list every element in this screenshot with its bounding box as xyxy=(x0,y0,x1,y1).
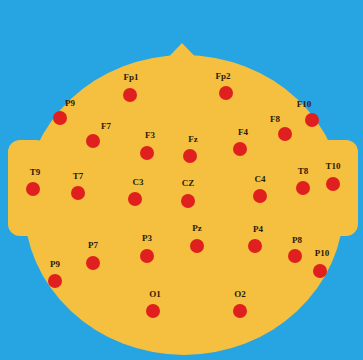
electrode-label: F8 xyxy=(270,115,280,124)
electrode-dot xyxy=(233,304,247,318)
electrode-label: Fz xyxy=(188,135,198,144)
electrode-dots xyxy=(26,86,340,318)
electrode-dot xyxy=(278,127,292,141)
electrode-label: F10 xyxy=(297,100,312,109)
electrode-label: P10 xyxy=(315,249,330,258)
electrode-dot xyxy=(219,86,233,100)
electrode-label: O1 xyxy=(149,290,161,299)
electrode-dot xyxy=(26,182,40,196)
electrode-dot xyxy=(128,192,142,206)
electrode-dot xyxy=(181,194,195,208)
electrode-dot xyxy=(86,134,100,148)
electrode-label: P3 xyxy=(142,234,152,243)
electrode-label: T10 xyxy=(325,162,340,171)
electrode-dot xyxy=(313,264,327,278)
head-outline xyxy=(24,55,344,355)
electrode-dot xyxy=(326,177,340,191)
electrode-dot xyxy=(288,249,302,263)
electrode-dot xyxy=(233,142,247,156)
electrode-label: Fp2 xyxy=(215,72,230,81)
electrode-label: CZ xyxy=(182,179,195,188)
electrode-label: P9 xyxy=(65,99,75,108)
electrode-label: Pz xyxy=(192,224,202,233)
electrode-dot xyxy=(140,249,154,263)
electrode-dot xyxy=(48,274,62,288)
electrode-label: P9 xyxy=(50,260,60,269)
electrode-dot xyxy=(305,113,319,127)
electrode-label: T8 xyxy=(298,167,309,176)
electrode-dot xyxy=(248,239,262,253)
electrode-label: F4 xyxy=(238,128,248,137)
electrode-label: F7 xyxy=(101,122,111,131)
electrode-label: Fp1 xyxy=(123,73,138,82)
electrode-label: P4 xyxy=(253,225,263,234)
electrode-dot xyxy=(253,189,267,203)
electrode-dot xyxy=(71,186,85,200)
electrode-label: O2 xyxy=(234,290,246,299)
electrode-label: P7 xyxy=(88,241,98,250)
electrode-dot xyxy=(86,256,100,270)
electrode-dot xyxy=(190,239,204,253)
electrode-label: T7 xyxy=(73,172,84,181)
electrode-label: C4 xyxy=(255,175,266,184)
electrode-label: C3 xyxy=(133,178,144,187)
electrode-dot xyxy=(296,181,310,195)
electrode-label: T9 xyxy=(30,168,41,177)
electrode-label: F3 xyxy=(145,131,155,140)
electrode-dot xyxy=(123,88,137,102)
electrode-dot xyxy=(146,304,160,318)
electrode-dot xyxy=(140,146,154,160)
electrode-dot xyxy=(53,111,67,125)
electrode-label: P8 xyxy=(292,236,302,245)
electrode-dot xyxy=(183,149,197,163)
